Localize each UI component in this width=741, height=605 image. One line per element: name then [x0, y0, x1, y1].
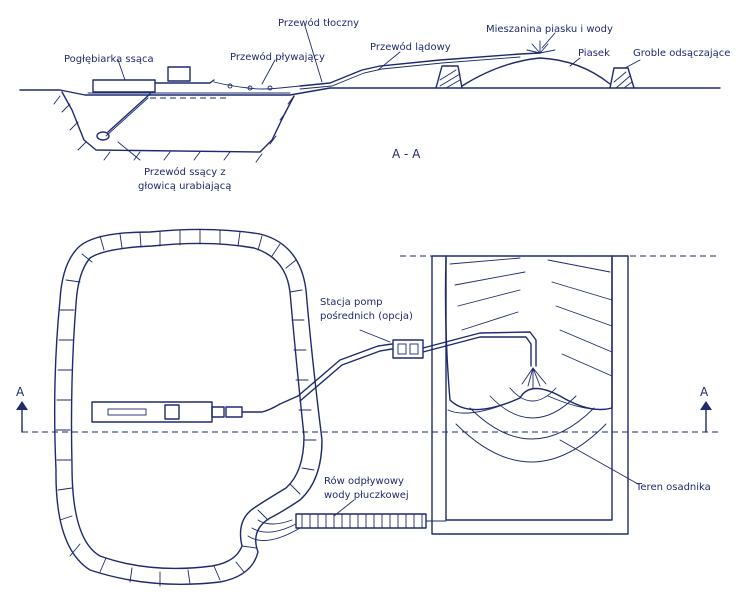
label-pump-station-2: pośrednich (opcja) — [320, 310, 413, 322]
label-ditch-1: Rów odpływowy — [324, 475, 404, 487]
cutter-head — [96, 131, 110, 141]
dyke-right — [609, 67, 635, 89]
deposition-arcs — [455, 387, 607, 463]
label-ditch-2: wody płuczkowej — [324, 490, 409, 501]
pond-embankment-texture — [55, 229, 317, 587]
sand-deposit — [444, 257, 613, 411]
pond-inner — [70, 242, 305, 570]
plan-view — [16, 228, 720, 587]
label-suction-pipe-2: głowicą urabiającą — [138, 181, 231, 192]
label-floating-pipe: Przewód pływający — [230, 51, 325, 63]
sand-mound — [461, 57, 611, 87]
label-pump-station-1: Stacja pomp — [320, 297, 383, 308]
label-settling-area: Teren osadnika — [635, 482, 711, 493]
pipe-to-settling — [422, 331, 537, 367]
marker-label-right: A — [700, 385, 709, 399]
spray — [526, 40, 556, 54]
dredger-plan — [91, 401, 213, 423]
label-mixture: Mieszanina piasku i wody — [486, 24, 613, 35]
excavation-pit — [61, 91, 295, 153]
suction-pipe — [107, 93, 151, 133]
label-pressure-pipe: Przewód tłoczny — [278, 17, 359, 29]
pump-station — [392, 339, 424, 359]
pit-hatching — [53, 95, 295, 163]
drainage-ditch — [295, 513, 427, 529]
dyke-left — [435, 65, 463, 89]
label-sand: Piasek — [578, 48, 610, 59]
label-suction-pipe-1: Przewód ssący z — [144, 166, 226, 178]
settling-pond-outer — [431, 255, 629, 535]
label-land-pipe: Przewód lądowy — [370, 41, 451, 53]
dredger-cabin — [167, 66, 191, 82]
dredger-cabin-plan — [164, 404, 180, 420]
label-dredger: Pogłębiarka ssąca — [64, 54, 154, 65]
floating-pipe — [213, 81, 301, 90]
dredger-deck — [154, 79, 215, 84]
label-dykes: Groble odsączające — [633, 48, 730, 59]
section-label: A - A — [392, 147, 421, 161]
spray-plan — [521, 367, 547, 389]
cross-section — [19, 25, 721, 163]
land-pipe-plan — [297, 343, 393, 397]
floating-pipe-plan — [241, 395, 299, 413]
ground-line — [19, 87, 721, 96]
dredger-hull — [92, 79, 156, 93]
pond-outer — [53, 228, 323, 585]
dredger-pump-plan — [107, 408, 147, 416]
land-pipe — [299, 52, 541, 87]
marker-label-left: A — [16, 385, 25, 399]
sand-deposit-lines — [447, 257, 613, 414]
settling-pond-inner — [445, 255, 613, 521]
